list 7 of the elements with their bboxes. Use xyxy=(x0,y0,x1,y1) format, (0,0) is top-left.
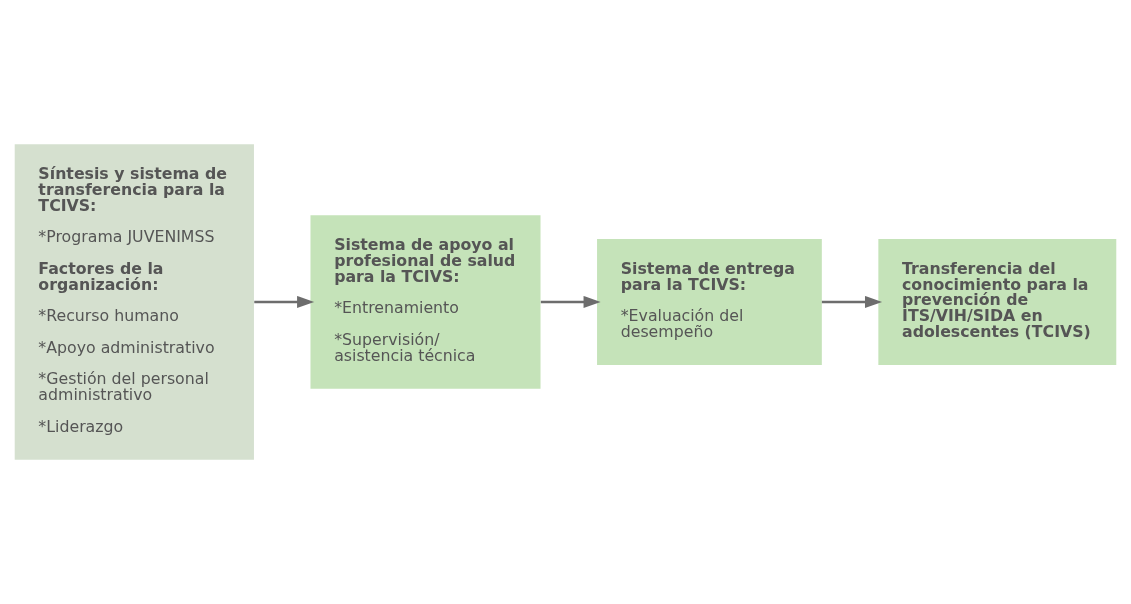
node-box: Sistema de apoyo al profesional de salud para la TCIVS: *Entrenamiento *Supervisión/ asistencia técnica xyxy=(310,215,541,389)
arrow xyxy=(540,296,601,308)
node-box: Síntesis y sistema de transferencia para la TCIVS: *Programa JUVENIMSS Factores de la organización: *Recurso humano *Apoyo administrativo *Gestión del personal administrativo *Liderazgo xyxy=(14,144,254,460)
arrow xyxy=(254,296,315,308)
arrow xyxy=(821,296,883,308)
node-box: Transferencia del conocimiento para la prevención de ITS/VIH/SIDA en adolescentes (TCIVS) xyxy=(878,238,1117,366)
node-box: Sistema de entrega para la TCIVS: *Evaluación del desempeño xyxy=(597,238,822,366)
